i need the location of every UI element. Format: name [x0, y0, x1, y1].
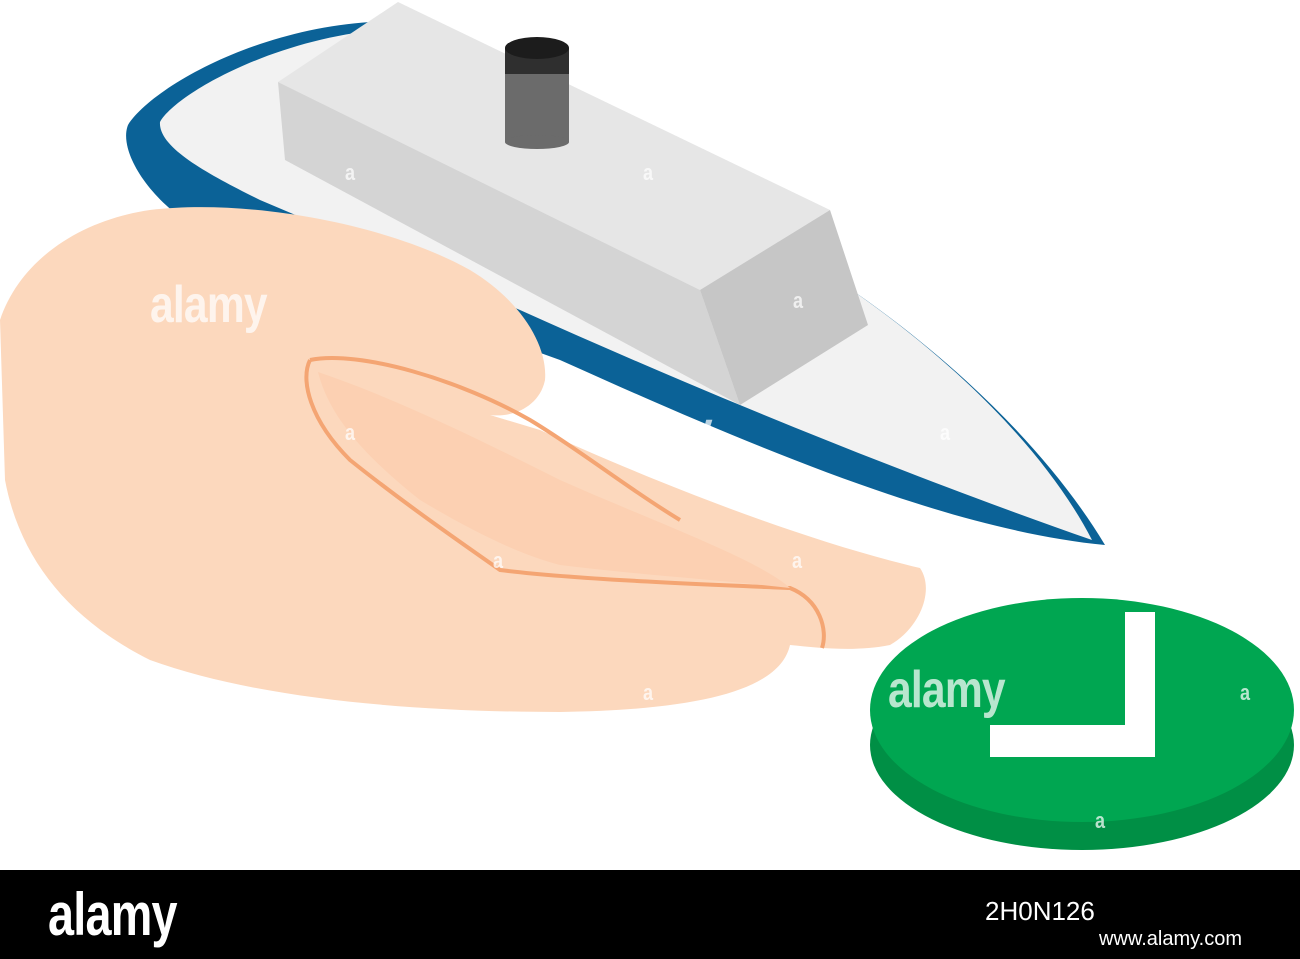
check-badge-top	[870, 598, 1294, 822]
hand-palm-fold	[309, 356, 682, 522]
checkmark-icon	[870, 598, 1294, 850]
footer-bar: alamy 2H0N126 www.alamy.com	[0, 870, 1300, 959]
hand-thumb-crease	[304, 359, 826, 649]
footer-logo: alamy	[48, 881, 178, 948]
boat-icon	[126, 2, 1106, 545]
hand-thumb-shadow	[318, 372, 790, 588]
image-code: 2H0N126	[985, 896, 1095, 926]
illustration	[0, 2, 1294, 850]
boat-cabin-right	[700, 210, 868, 405]
hand-icon	[0, 207, 926, 712]
boat-chimney	[505, 37, 569, 149]
boat-cabin-left	[278, 82, 740, 405]
check-mark	[990, 612, 1155, 757]
site-url: www.alamy.com	[1099, 928, 1242, 950]
